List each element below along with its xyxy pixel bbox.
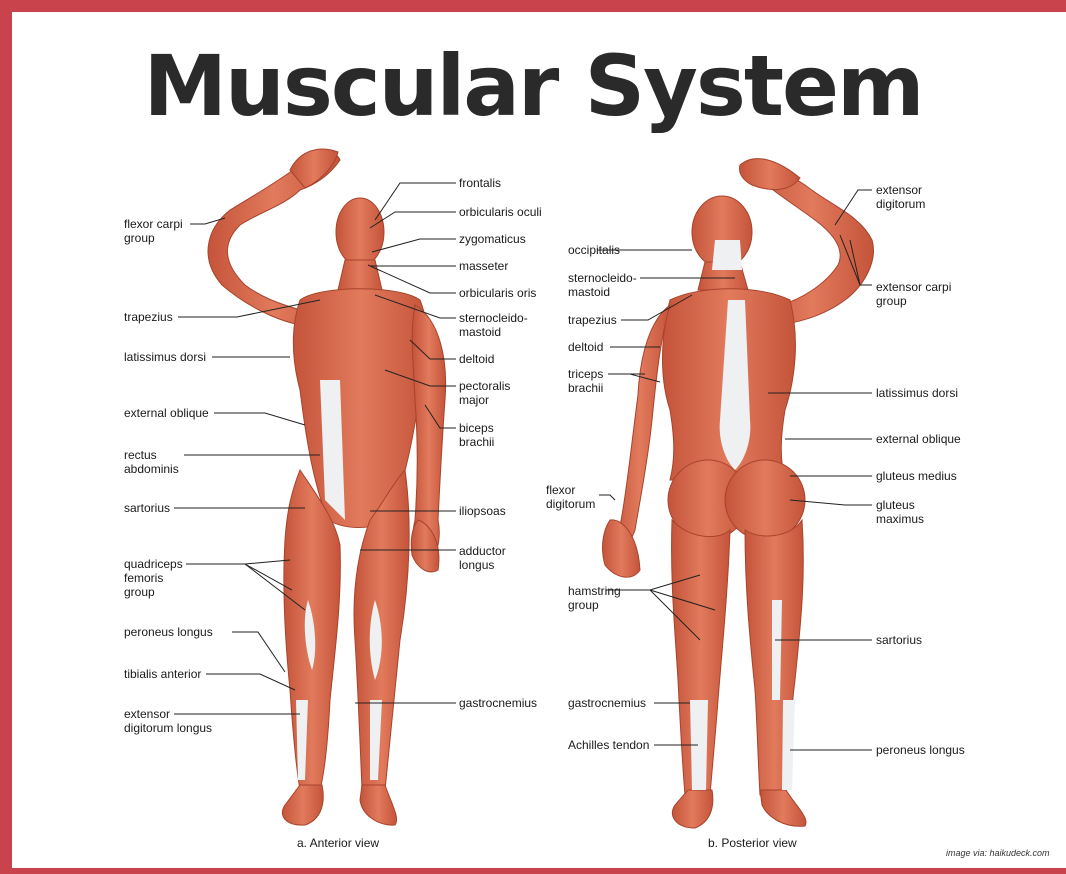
label-peroneus-longus-anterior: peroneus longus <box>124 625 213 639</box>
caption-anterior-view: a. Anterior view <box>297 836 379 850</box>
label-external-oblique-anterior: external oblique <box>124 406 209 420</box>
label-triceps-brachii: triceps brachii <box>568 367 603 395</box>
label-occipitalis: occipitalis <box>568 243 620 257</box>
label-sternocleidomastoid-anterior: sternocleido- mastoid <box>459 311 528 339</box>
label-peroneus-longus-posterior: peroneus longus <box>876 743 965 757</box>
label-latissimus-dorsi-anterior: latissimus dorsi <box>124 350 206 364</box>
label-biceps-brachii: biceps brachii <box>459 421 494 449</box>
label-sartorius-posterior: sartorius <box>876 633 922 647</box>
label-extensor-digitorum: extensor digitorum <box>876 183 925 211</box>
label-quadriceps-femoris-group: quadriceps femoris group <box>124 557 183 599</box>
label-gastrocnemius-anterior: gastrocnemius <box>459 696 537 710</box>
label-orbicularis-oculi: orbicularis oculi <box>459 205 542 219</box>
caption-posterior-view: b. Posterior view <box>708 836 797 850</box>
label-masseter: masseter <box>459 259 508 273</box>
label-adductor-longus: adductor longus <box>459 544 506 572</box>
label-external-oblique-posterior: external oblique <box>876 432 961 446</box>
label-gluteus-maximus: gluteus maximus <box>876 498 924 526</box>
label-extensor-digitorum-longus: extensor digitorum longus <box>124 707 212 735</box>
label-extensor-carpi-group: extensor carpi group <box>876 280 951 308</box>
label-trapezius-posterior: trapezius <box>568 313 617 327</box>
label-deltoid-posterior: deltoid <box>568 340 603 354</box>
label-rectus-abdominis: rectus abdominis <box>124 448 179 476</box>
label-tibialis-anterior: tibialis anterior <box>124 667 201 681</box>
label-orbicularis-oris: orbicularis oris <box>459 286 536 300</box>
label-latissimus-dorsi-posterior: latissimus dorsi <box>876 386 958 400</box>
label-flexor-carpi-group: flexor carpi group <box>124 217 183 245</box>
label-frontalis: frontalis <box>459 176 501 190</box>
label-zygomaticus: zygomaticus <box>459 232 526 246</box>
label-deltoid-anterior: deltoid <box>459 352 494 366</box>
label-gastrocnemius-posterior: gastrocnemius <box>568 696 646 710</box>
label-trapezius-anterior: trapezius <box>124 310 173 324</box>
label-flexor-digitorum: flexor digitorum <box>546 483 595 511</box>
label-iliopsoas: iliopsoas <box>459 504 506 518</box>
label-sternocleidomastoid-posterior: sternocleido- mastoid <box>568 271 637 299</box>
label-achilles-tendon: Achilles tendon <box>568 738 649 752</box>
label-gluteus-medius: gluteus medius <box>876 469 957 483</box>
label-sartorius-anterior: sartorius <box>124 501 170 515</box>
label-pectoralis-major: pectoralis major <box>459 379 510 407</box>
label-hamstring-group: hamstring group <box>568 584 621 612</box>
image-credit: image via: haikudeck.com <box>946 848 1050 858</box>
